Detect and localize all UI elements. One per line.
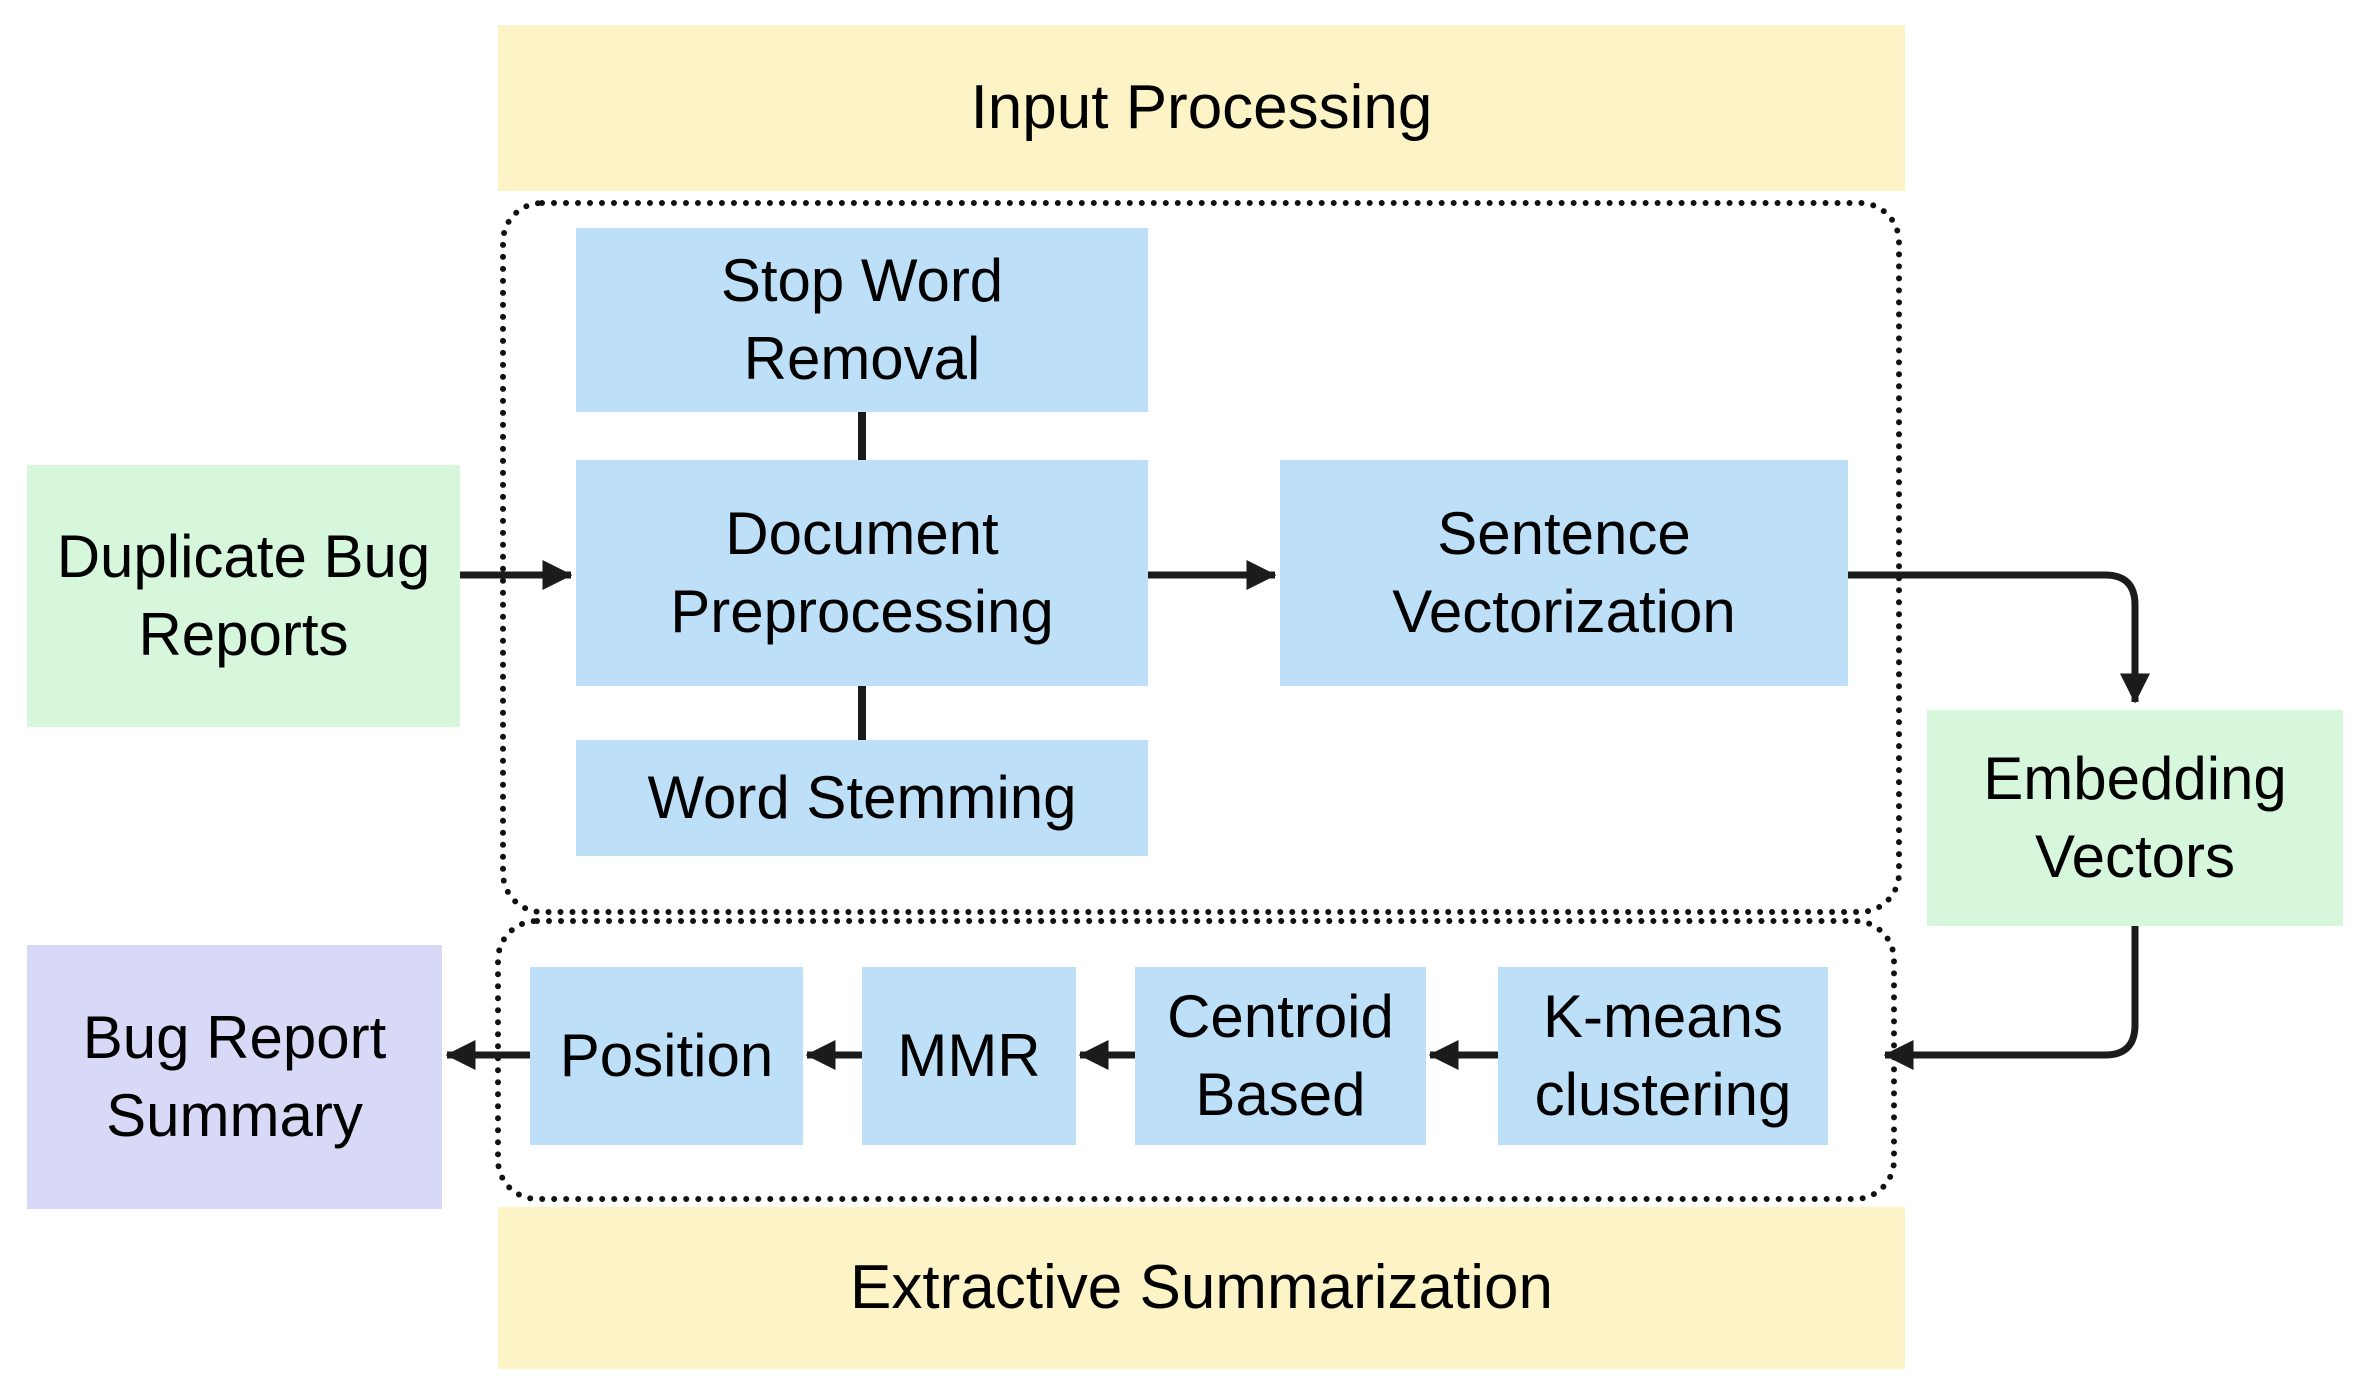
banner-input-processing-label: Input Processing [970,72,1433,142]
node-kmeans-clustering-label: K-means clustering [1534,983,1792,1128]
node-duplicate-bug-reports-label: Duplicate Bug Reports [56,523,431,668]
node-sentence-vectorization: Sentence Vectorization [1280,460,1848,686]
node-word-stemming: Word Stemming [576,740,1148,856]
node-embedding-vectors: Embedding Vectors [1927,710,2343,926]
node-mmr: MMR [862,967,1076,1145]
node-kmeans-clustering: K-means clustering [1498,967,1828,1145]
node-stop-word-removal: Stop Word Removal [576,228,1148,412]
banner-extractive-summarization-label: Extractive Summarization [850,1252,1553,1322]
node-word-stemming-label: Word Stemming [647,764,1077,831]
arrow-embeddingvectors-to-kmeans [1883,926,2139,1070]
node-bug-report-summary: Bug Report Summary [27,945,442,1209]
node-position-label: Position [559,1022,774,1089]
node-mmr-label: MMR [897,1022,1041,1089]
node-bug-report-summary-label: Bug Report Summary [82,1004,387,1149]
node-centroid-based-label: Centroid Based [1167,983,1394,1128]
node-position: Position [530,967,803,1145]
node-sentence-vectorization-label: Sentence Vectorization [1392,500,1736,645]
banner-extractive-summarization: Extractive Summarization [498,1207,1905,1369]
input-processing-group-border [500,200,1902,915]
node-document-preprocessing: Document Preprocessing [576,460,1148,686]
node-duplicate-bug-reports: Duplicate Bug Reports [27,465,460,727]
banner-input-processing: Input Processing [498,25,1905,191]
node-document-preprocessing-label: Document Preprocessing [670,500,1054,645]
node-stop-word-removal-label: Stop Word Removal [720,247,1004,392]
node-centroid-based: Centroid Based [1135,967,1426,1145]
node-embedding-vectors-label: Embedding Vectors [1983,745,2287,890]
